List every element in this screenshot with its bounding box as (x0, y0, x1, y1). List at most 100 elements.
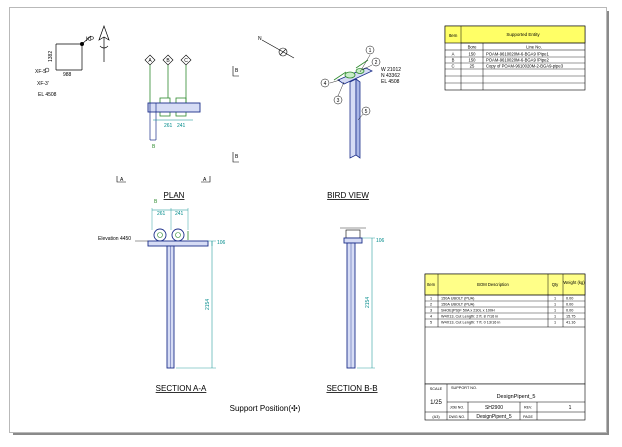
job-no-value: SH2900 (485, 405, 503, 411)
rev-label: REV. (524, 406, 532, 410)
section-markers: B B A A (116, 66, 239, 183)
section-mark-a-right: A (203, 177, 207, 183)
bom-header-qty: Qty (552, 282, 559, 287)
callout-5: 5 (365, 109, 368, 115)
bom-row-4-col-3: 1 (554, 315, 556, 319)
section-mark-b-top: B (235, 68, 239, 74)
xf2-label: XF-3' (37, 81, 49, 87)
bom-row-2-col-4: 0.00 (566, 303, 573, 307)
bom-row-4-col-2: W4X13, Cut Length: 2 ft. 8 7/16 in (441, 315, 498, 319)
xf-label: XF-S (35, 69, 47, 75)
bom-header-weight: Weight (kg) (563, 280, 585, 285)
entity-row-1-item: A (452, 52, 455, 57)
sheet-size: (A3) (432, 415, 440, 419)
entity-row-3-line: Copy of POAM-9610020M-2-BGA9-pipe3 (486, 64, 564, 69)
col-label-c: C (184, 58, 188, 64)
bird-callouts: 1 2 3 4 5 (320, 45, 381, 121)
entity-header-supported: Supported Entity (506, 32, 540, 37)
bird-pipe-1 (344, 71, 356, 79)
section-aa-dim-261: 261 (157, 211, 166, 217)
bom-table: Item BOM Description Qty Weight (kg) (424, 273, 586, 385)
bom-row-1-col-4: 0.00 (566, 297, 573, 301)
plan-dim-241: 241 (177, 123, 186, 129)
section-aa-title: SECTION A-A (156, 384, 207, 393)
section-mark-a-left: A (120, 177, 124, 183)
entity-row-3-bore: 25 (470, 64, 475, 69)
entity-subheader-bore: Bore (468, 45, 478, 50)
section-aa-dim-106: 106 (217, 240, 226, 246)
plan-beam (147, 102, 201, 113)
section-aa-beam (147, 240, 209, 247)
bom-row-5-col-3: 1 (554, 321, 556, 325)
bom-row-4-col-4: 15.75 (566, 315, 576, 319)
bird-column (349, 78, 357, 159)
bird-coord-n: N 43362 (381, 73, 400, 79)
section-bb-title: SECTION B-B (326, 384, 377, 393)
bom-row-3-col-4: 0.00 (566, 309, 573, 313)
bom-row-1-col-1: 1 (430, 297, 432, 301)
callout-3: 3 (337, 98, 340, 104)
section-bb-view: 106 2154 (340, 227, 385, 369)
coord-988: 988 (63, 72, 72, 78)
plan-b-label: B (152, 144, 156, 150)
entity-header-item: Item (449, 33, 458, 38)
section-aa-pipe-2 (171, 228, 185, 242)
scale-label: SCALE (430, 387, 443, 391)
support-position-caption: Support Position(✣) (230, 404, 301, 413)
bom-rows: 1 150A UBOLT (PUA) 1 0.00 2 150A UBOLT (PUA) 1… (430, 297, 576, 325)
job-no-label: JOB NO. (450, 406, 464, 410)
north-arrow-symbol: KP 1382 988 XF-S XF-3' EL 4508 (35, 35, 94, 98)
entity-row-1-bore: 150 (469, 52, 477, 57)
section-bb-dim-2154: 2154 (365, 297, 371, 308)
bird-coord-el: EL 4508 (381, 79, 400, 85)
scale-value: 1/25 (430, 400, 442, 406)
origin-dot (80, 42, 84, 46)
col-label-a: A (148, 58, 152, 64)
section-bb-beam (343, 237, 363, 244)
bom-header-item: Item (427, 282, 436, 287)
entity-row-2-bore: 150 (469, 58, 477, 63)
callout-2: 2 (375, 60, 378, 66)
bom-row-1-col-2: 150A UBOLT (PUA) (441, 297, 475, 301)
bom-row-3-col-3: 1 (554, 309, 556, 313)
bom-row-5-col-4: 41.16 (566, 321, 576, 325)
north-label: KP (86, 37, 94, 43)
compass-arrow-icon (98, 24, 110, 62)
supported-entity-table: Item Supported Entity Bore Line No. A 15… (444, 25, 586, 91)
column-balloons: A B C (144, 54, 192, 66)
entity-row-2-item: B (452, 58, 455, 63)
title-block: SCALE 1/25 SUPPORT NO. DesignPipent_5 JO… (424, 383, 586, 421)
plan-title: PLAN (164, 191, 185, 200)
bom-row-3-col-1: 3 (430, 309, 432, 313)
bom-row-2-col-1: 2 (430, 303, 432, 307)
bom-row-1-col-3: 1 (554, 297, 556, 301)
bird-coord-w: W 21012 (381, 67, 401, 73)
section-bb-shoe (345, 229, 361, 239)
plan-dim-261: 261 (164, 123, 173, 129)
section-aa-b-label: B (154, 199, 158, 205)
el-label: EL 4508 (38, 92, 57, 98)
bom-row-5-col-2: W4X13, Cut Length: 7 ft. 0 13/16 in (441, 321, 500, 325)
bom-row-2-col-2: 150A UBOLT (PUA) (441, 303, 475, 307)
section-aa-elevation: Elevation 4450 (98, 236, 131, 242)
section-mark-b-bottom: B (235, 154, 239, 160)
page-label: PAGE (523, 415, 533, 419)
section-aa-pipe-1 (153, 228, 167, 242)
bom-header-description: BOM Description (477, 282, 509, 287)
bom-row-3-col-2: SHOE(PS)F 50A x 230L x 100H (441, 309, 495, 313)
callout-4: 4 (324, 81, 327, 87)
bird-view-title: BIRD VIEW (327, 191, 369, 200)
col-label-b: B (166, 58, 170, 64)
bird-compass-icon: N (258, 36, 295, 59)
support-no-value: DesignPipent_5 (497, 394, 536, 400)
bird-view: N 1 2 3 4 5 W 21012 N (258, 36, 401, 159)
section-aa-dim-2154: 2154 (205, 299, 211, 310)
section-bb-dim-106: 106 (376, 238, 385, 244)
plan-view: A B C 261 241 B (144, 54, 201, 150)
coord-1382: 1382 (48, 51, 54, 62)
dwg-no-label: DWG NO. (449, 415, 465, 419)
bird-compass-label: N (258, 36, 262, 42)
section-aa-view: B 261 241 Elevation 4450 106 2154 (98, 199, 226, 369)
entity-row-3-item: C (451, 64, 454, 69)
